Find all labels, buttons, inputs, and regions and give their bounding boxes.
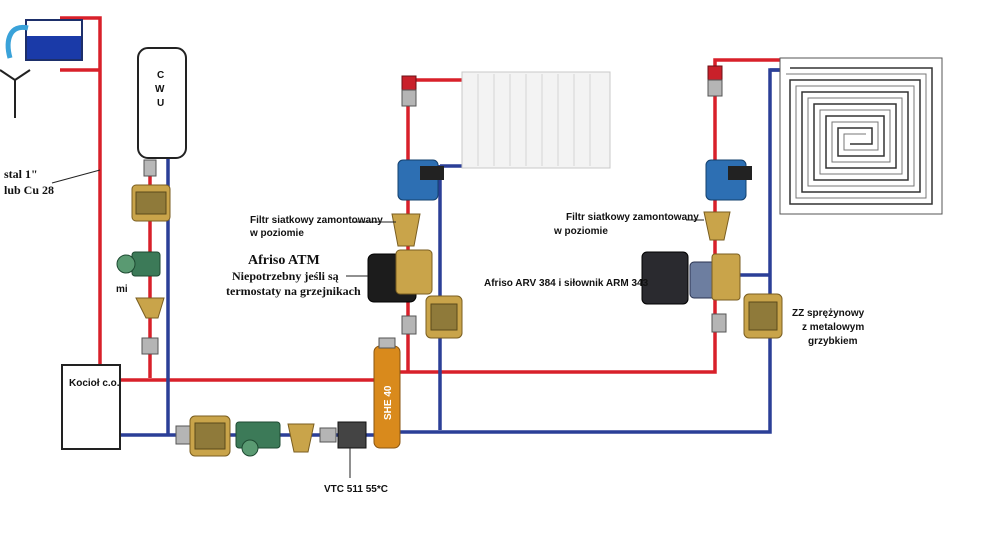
cwu-tank: C W U [137, 47, 187, 159]
svg-text:mi: mi [116, 284, 128, 295]
radiator [461, 71, 611, 169]
svg-text:Afriso ATM: Afriso ATM [248, 253, 320, 268]
svg-text:termostaty na grzejnikach: termostaty na grzejnikach [226, 284, 361, 298]
svg-text:w poziomie: w poziomie [553, 226, 608, 237]
svg-text:VTC 511 55*C: VTC 511 55*C [324, 484, 388, 495]
afriso-arv-label: Afriso ARV 384 i siłownik ARM 343 [484, 278, 649, 289]
filter-left-label: Filtr siatkowy zamontowany w poziomie [249, 215, 396, 239]
separator-label: SHE 40 [383, 385, 394, 420]
svg-text:grzybkiem: grzybkiem [808, 336, 858, 347]
svg-text:Filtr siatkowy zamontowany: Filtr siatkowy zamontowany [566, 212, 699, 223]
svg-text:Filtr siatkowy zamontowany: Filtr siatkowy zamontowany [250, 215, 383, 226]
expansion-tank [0, 19, 83, 118]
underfloor-branch-components [641, 65, 783, 339]
svg-text:Kocioł c.o.: Kocioł c.o. [69, 378, 120, 389]
underfloor-heating-loop [779, 57, 943, 215]
svg-text:w poziomie: w poziomie [249, 228, 304, 239]
cwu-letter-u: U [157, 98, 164, 109]
svg-text:z metalowym: z metalowym [802, 322, 864, 333]
boiler-circuit-components: VTC 511 55*C [175, 415, 388, 495]
svg-text:ZZ sprężynowy: ZZ sprężynowy [792, 308, 865, 319]
zz-valve-label: ZZ sprężynowy z metalowym grzybkiem [792, 308, 865, 347]
svg-text:stal 1": stal 1" [4, 167, 38, 181]
boiler: Kocioł c.o. [61, 364, 121, 450]
svg-text:Niepotrzebny jeśli są: Niepotrzebny jeśli są [232, 269, 339, 283]
svg-text:lub Cu 28: lub Cu 28 [4, 183, 54, 197]
svg-text:Afriso ARV 384 i siłownik ARM: Afriso ARV 384 i siłownik ARM 343 [484, 278, 649, 289]
hydraulic-separator: SHE 40 [373, 337, 401, 449]
radiator-branch-components [367, 75, 463, 339]
pipe-spec-label: stal 1" lub Cu 28 [4, 167, 101, 197]
cwu-letter-c: C [157, 70, 164, 81]
filter-right-label: Filtr siatkowy zamontowany w poziomie [553, 212, 704, 237]
cwu-letter-w: W [155, 84, 165, 95]
afriso-atm-label: Afriso ATM Niepotrzebny jeśli są termost… [226, 253, 368, 298]
cwu-branch-components: mi [116, 159, 171, 355]
